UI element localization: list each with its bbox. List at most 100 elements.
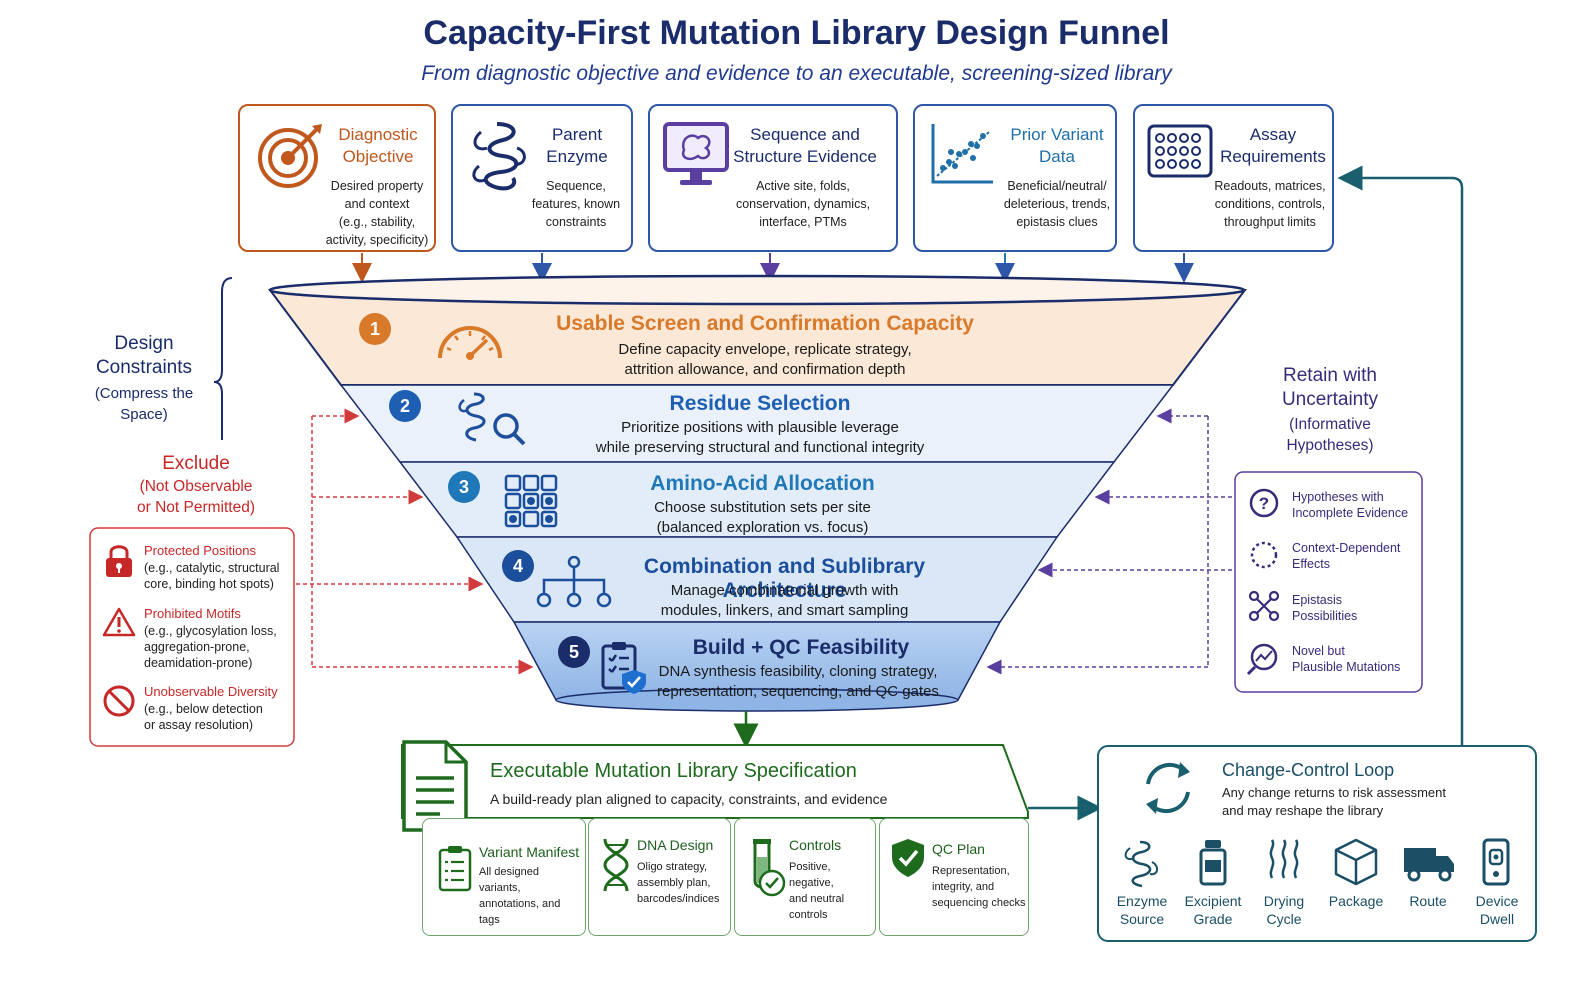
output-part-dna-design: DNA Design Oligo strategy, assembly plan,… [588, 818, 731, 936]
line: Effects [1292, 557, 1330, 571]
card-desc: constraints [545, 215, 607, 229]
line: Oligo strategy, [637, 861, 708, 873]
retain-label: Retain with Uncertainty (Informative Hyp… [1240, 364, 1420, 456]
line: Representation, [932, 865, 1010, 877]
desc-line: DNA synthesis feasibility, cloning strat… [658, 663, 938, 680]
output-part-variant-manifest: Variant Manifest All designed variants,a… [422, 818, 586, 936]
question-icon: ? [1249, 488, 1279, 518]
retain-line2: Uncertainty [1281, 389, 1379, 410]
protein-icon [1124, 840, 1158, 888]
part-title: Variant Manifest [479, 844, 580, 860]
card-desc: Desired property [330, 179, 424, 193]
well-plate-icon [1147, 124, 1213, 178]
retain-line4: Hypotheses) [1286, 437, 1374, 454]
input-arrows [352, 253, 1194, 283]
card-desc: and context [344, 197, 410, 211]
document-icon [402, 740, 468, 832]
output-desc: A build-ready plan aligned to capacity, … [490, 791, 888, 807]
line: Any change returns to risk assessment [1222, 785, 1446, 800]
card-title-line1: Assay [1249, 125, 1297, 144]
part-title: Controls [789, 837, 842, 853]
page-subtitle: From diagnostic objective and evidence t… [421, 62, 1172, 85]
line: Possibilities [1292, 609, 1358, 623]
exclude-item-title: Unobservable Diversity [144, 684, 278, 699]
checklist-icon [438, 846, 472, 892]
exclude-line1: Exclude [162, 453, 230, 474]
exclude-frame [89, 527, 295, 747]
card-title-line2: Objective [342, 147, 414, 166]
page-title: Capacity-First Mutation Library Design F… [423, 14, 1170, 52]
line: Positive, negative, [789, 861, 834, 889]
part-title: DNA Design [637, 837, 714, 853]
line: sequencing checks [932, 897, 1026, 909]
line: assembly plan, [637, 877, 711, 889]
line: annotations, and tags [479, 898, 561, 926]
device-icon [1482, 838, 1510, 886]
card-desc: Readouts, matrices, [1214, 179, 1326, 193]
svg-text:?: ? [1259, 494, 1269, 513]
line: Dwell [1479, 911, 1515, 927]
bottle-icon [1199, 840, 1227, 886]
stage-title: Residue Selection [669, 392, 851, 415]
line: barcodes/indices [637, 893, 720, 905]
desc-line: (balanced exploration vs. focus) [656, 519, 869, 536]
card-desc: Active site, folds, [756, 179, 850, 193]
output-frame [401, 744, 1029, 819]
stage-number-badge: 3 [448, 471, 480, 503]
line: controls [789, 909, 828, 921]
line: Context-Dependent [1292, 541, 1401, 555]
desc-line: (e.g., glycosylation loss, [144, 624, 277, 638]
retain-arrows [986, 408, 1232, 675]
part-title: QC Plan [932, 841, 985, 857]
exclude-line2: (Not Observable [139, 478, 253, 495]
desc-line: core, binding hot spots) [144, 577, 274, 591]
change-control-frame [1097, 745, 1537, 942]
desc-line: modules, linkers, and smart sampling [660, 602, 909, 619]
part-desc: Oligo strategy, assembly plan, barcodes/in… [637, 859, 729, 907]
exclude-arrows [240, 408, 534, 675]
stage-number-badge: 4 [502, 550, 534, 582]
card-desc: activity, specificity) [325, 233, 429, 247]
desc-line: Define capacity envelope, replicate stra… [618, 341, 912, 358]
card-title-line1: Sequence and [750, 125, 860, 144]
card-desc: Beneficial/neutral/ [1007, 179, 1107, 193]
line: Plausible Mutations [1292, 660, 1401, 674]
exclude-item-desc: (e.g., glycosylation loss,aggregation-pr… [144, 623, 292, 671]
exclude-item-title: Protected Positions [144, 543, 257, 558]
design-constraints-line1: Design [114, 333, 174, 354]
retain-frame [1234, 471, 1423, 693]
protein-search-icon [458, 392, 526, 446]
desc-line: deamidation-prone) [144, 656, 253, 670]
lock-icon [106, 545, 132, 577]
line: Drying [1263, 893, 1305, 909]
design-constraints-label: Design Constraints (Compress the Space) [80, 332, 208, 425]
design-constraints-line4: Space) [120, 406, 168, 423]
design-constraints-line3: (Compress the [94, 385, 194, 402]
shield-check-icon [892, 839, 924, 877]
protein-icon [472, 122, 526, 191]
desc-line: Choose substitution sets per site [654, 499, 871, 516]
stage-title: Amino-Acid Allocation [650, 472, 875, 495]
desc-line: representation, sequencing, and QC gates [657, 683, 939, 700]
desc-line: or assay resolution) [144, 718, 254, 732]
change-control-item: Package [1328, 893, 1384, 909]
box-icon [1334, 838, 1378, 886]
card-desc: (e.g., stability, [338, 215, 416, 229]
design-constraints-bracket [213, 277, 233, 440]
truck-icon [1404, 848, 1454, 882]
stage-number-badge: 2 [389, 390, 421, 422]
card-title-line2: Data [1039, 147, 1075, 166]
card-title-line2: Requirements [1220, 147, 1326, 166]
grid-icon [504, 474, 558, 528]
card-desc: epistasis clues [1016, 215, 1098, 229]
